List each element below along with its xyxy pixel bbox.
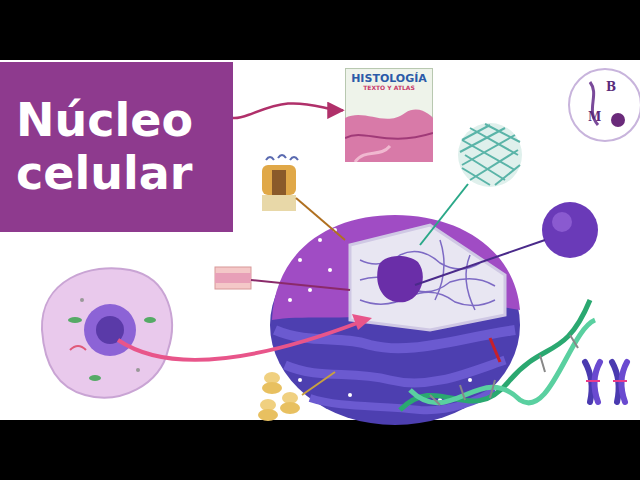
dna-helix bbox=[400, 300, 595, 410]
connector-arrow bbox=[233, 103, 343, 118]
node-title: HISTOLOGÍA bbox=[350, 73, 428, 85]
nucleus-sphere bbox=[270, 215, 520, 425]
logo-ring bbox=[569, 69, 640, 141]
cell-drawing bbox=[42, 268, 172, 397]
letterbox-bar bbox=[0, 0, 640, 60]
logo-letter: B bbox=[606, 80, 616, 94]
ribosomes bbox=[258, 372, 335, 421]
nucleolus-detail bbox=[415, 202, 598, 285]
membrane-segment bbox=[215, 267, 350, 290]
book-cover: HISTOLOGÍATEXTO Y ATLAS bbox=[345, 68, 433, 162]
node-title: Núcleo celular bbox=[16, 94, 217, 200]
node-subtitle: TEXTO Y ATLAS bbox=[350, 85, 428, 92]
chromosomes bbox=[585, 362, 627, 402]
letterbox-bar bbox=[0, 420, 640, 480]
logo-letter: M bbox=[588, 110, 601, 124]
nuclear-lamina bbox=[420, 123, 522, 245]
title-box: Núcleo celular bbox=[0, 62, 233, 232]
nuclear-pore bbox=[262, 155, 345, 240]
